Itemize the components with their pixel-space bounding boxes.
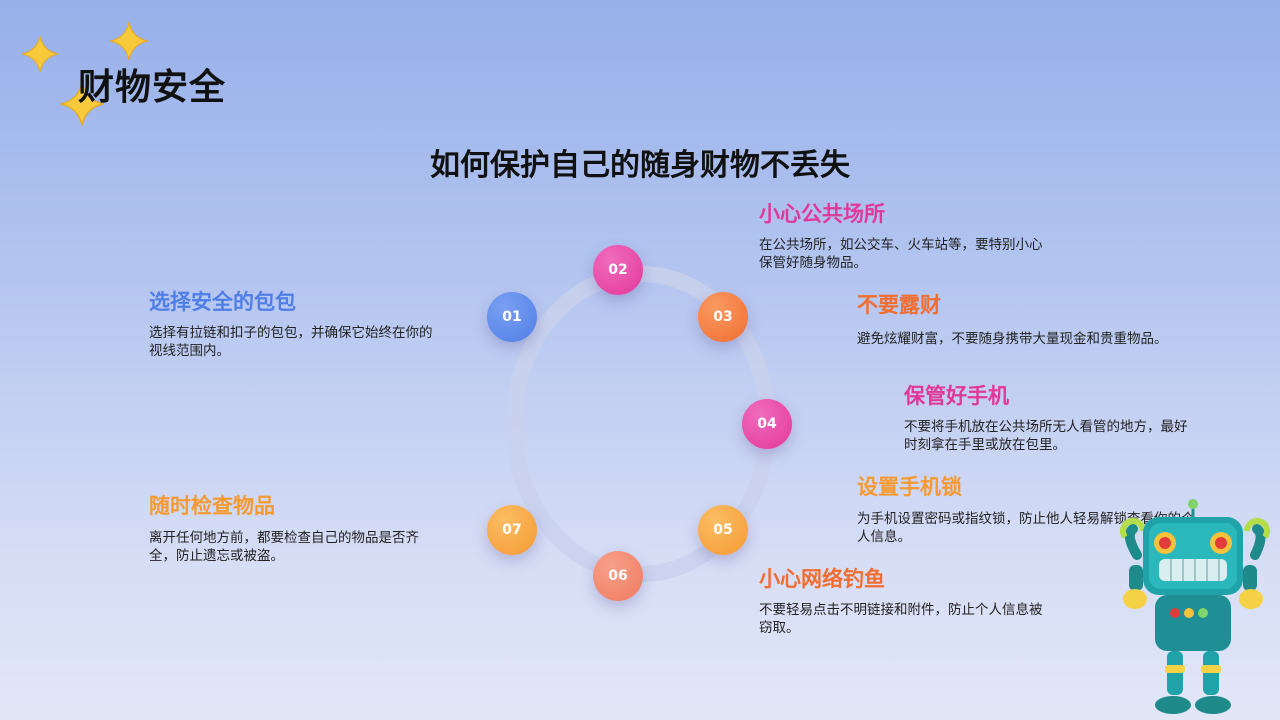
page-title: 财物安全	[78, 67, 227, 108]
step-desc-06: 不要轻易点击不明链接和附件，防止个人信息被窃取。	[759, 602, 1043, 636]
step-title-03: 不要露财	[857, 293, 941, 317]
robot-illustration	[1120, 499, 1270, 714]
step-node-02: 02	[593, 245, 643, 295]
step-node-06: 06	[593, 551, 643, 601]
page-subtitle: 如何保护自己的随身财物不丢失	[430, 148, 850, 183]
step-node-04: 04	[742, 399, 792, 449]
sparkle-icon	[109, 21, 149, 61]
step-desc-02: 在公共场所，如公交车、火车站等，要特别小心保管好随身物品。	[759, 237, 1043, 271]
step-desc-04: 不要将手机放在公共场所无人看管的地方，最好时刻拿在手里或放在包里。	[904, 419, 1188, 453]
step-title-04: 保管好手机	[904, 384, 1009, 408]
step-desc-03: 避免炫耀财富，不要随身携带大量现金和贵重物品。	[857, 331, 1168, 347]
step-node-05: 05	[698, 505, 748, 555]
step-title-06: 小心网络钓鱼	[759, 567, 885, 591]
step-desc-07: 离开任何地方前，都要检查自己的物品是否齐全，防止遗忘或被盗。	[149, 530, 419, 564]
step-title-02: 小心公共场所	[759, 202, 885, 226]
step-node-03: 03	[698, 292, 748, 342]
step-title-01: 选择安全的包包	[149, 290, 296, 314]
step-title-05: 设置手机锁	[857, 475, 962, 499]
sparkle-icon	[21, 35, 59, 73]
step-title-07: 随时检查物品	[149, 494, 275, 518]
step-node-07: 07	[487, 505, 537, 555]
step-desc-05: 为手机设置密码或指纹锁，防止他人轻易解锁查看你的个人信息。	[857, 511, 1195, 545]
step-desc-01: 选择有拉链和扣子的包包，并确保它始终在你的视线范围内。	[149, 325, 433, 359]
sparkle-icon	[60, 82, 104, 126]
step-node-01: 01	[487, 292, 537, 342]
